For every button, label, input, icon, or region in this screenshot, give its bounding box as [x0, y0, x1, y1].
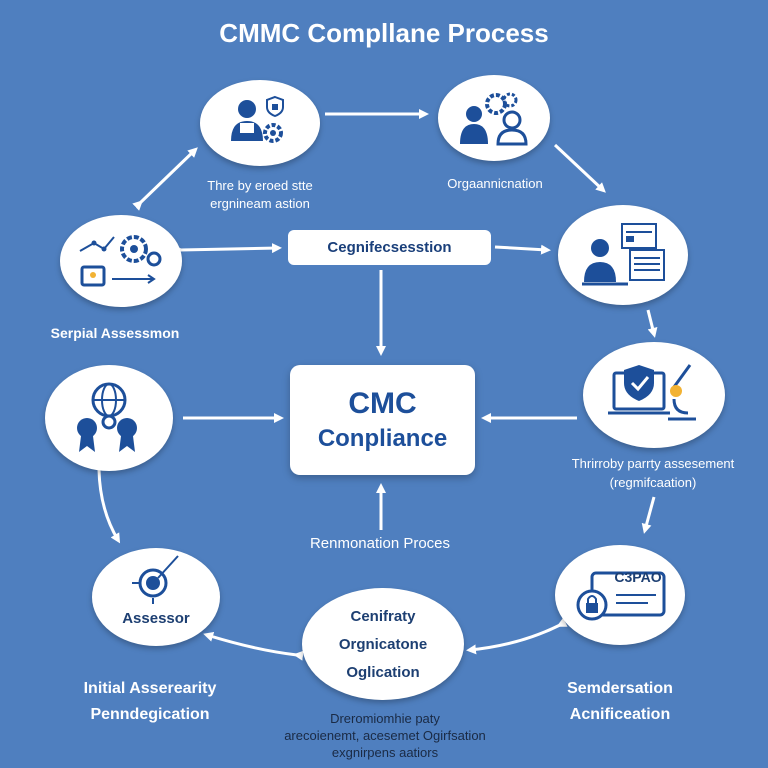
bottom-center-line-1: Cenifraty [350, 608, 416, 625]
badge-lock-icon [576, 571, 666, 621]
shield-laptop-icon [608, 364, 696, 421]
globe-award-icon [77, 382, 137, 452]
label-right-mid-1: Thrirroby parrty assesement [571, 456, 735, 471]
node-assessment [60, 215, 182, 307]
label-right-mid-2: (regmifcaation) [609, 475, 697, 490]
computer-user-icon [582, 223, 665, 286]
center-subtitle: Conpliance [317, 425, 448, 452]
arrow-bottom-right [466, 617, 568, 655]
arrow-mid-right [494, 244, 551, 255]
label-bottom-left-2: Penndegication [90, 706, 210, 723]
bottom-center-line-3: Oglication [346, 664, 420, 681]
node-third-party [583, 342, 725, 448]
label-bottom-left-1: Initial Asserearity [83, 680, 217, 697]
label-bottom-small-1: Dreromiomhie paty [330, 711, 440, 726]
c3pao-text: C3PAO [614, 569, 662, 585]
target-icon [132, 555, 179, 604]
label-bottom-center: Renmonation Proces [309, 535, 451, 552]
node-certification-awards [45, 365, 173, 471]
lock-gear-icon [79, 235, 162, 287]
arrow-bottom-left [203, 632, 304, 661]
label-bottom-small-2: arecoienemt, acesemet Ogirfsation [284, 728, 486, 743]
node-certify-organization: Cenifraty Orgnicatone Oglication [302, 588, 464, 700]
center-title: CMC [348, 387, 417, 420]
user-gear-icon [231, 95, 284, 143]
assessor-text: Assessor [122, 610, 190, 627]
top-box-text: Cegnifecsesstion [327, 239, 452, 256]
node-assessor: Assessor [92, 548, 220, 646]
label-top-left-1: Thre by eroed stte [207, 178, 313, 193]
diagram-title: CMMC Compllane Process [219, 18, 549, 48]
node-computer-user [558, 205, 688, 305]
bottom-center-line-2: Orgnicatone [338, 636, 428, 653]
node-user-gear [200, 80, 320, 166]
arrow-right-lower [641, 496, 656, 534]
label-left-mid: Serpial Assessmon [50, 325, 180, 341]
arrow-left-upper [132, 147, 198, 211]
arrow-top-right [553, 143, 606, 193]
center-compliance-box: CMC Conpliance [290, 365, 475, 475]
node-c3pao: C3PAO [555, 545, 685, 645]
label-bottom-small-3: exgnirpens aatiors [331, 745, 439, 760]
arrow-left-lower [97, 469, 121, 544]
arrow-right-upper [646, 309, 658, 338]
label-top-left-2: ergnineam astion [210, 196, 310, 211]
node-organization [438, 75, 550, 161]
label-bottom-right-2: Acnificeation [569, 706, 671, 723]
label-bottom-right-1: Semdersation [567, 680, 673, 697]
label-top-right: Orgaannicnation [447, 176, 543, 191]
team-gears-icon [460, 92, 528, 146]
top-box: Cegnifecsesstion [288, 230, 491, 265]
arrow-mid-left [173, 243, 282, 256]
